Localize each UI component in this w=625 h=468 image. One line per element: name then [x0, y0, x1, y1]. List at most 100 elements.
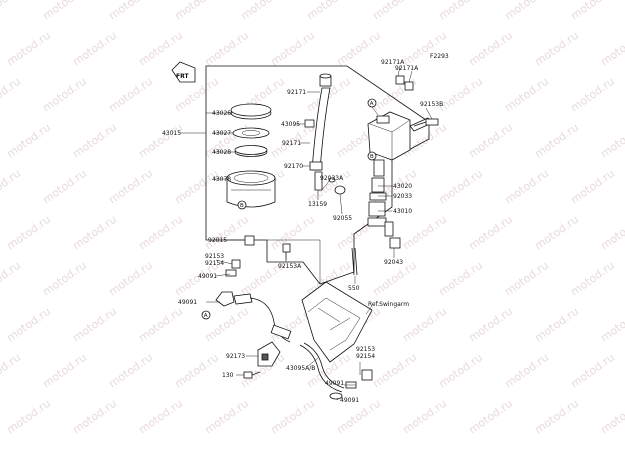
- label-92171-mid: 92171: [282, 140, 301, 147]
- watermark-text: motod.ru: [106, 75, 155, 115]
- watermark-text: motod.ru: [70, 305, 119, 345]
- label-92153B: 92153B: [420, 101, 443, 108]
- watermark-text: motod.ru: [238, 0, 287, 22]
- watermark-text: motod.ru: [598, 397, 625, 437]
- watermark-text: motod.ru: [202, 397, 251, 437]
- svg-text:A: A: [370, 101, 374, 107]
- label-49091-c: 49091: [325, 380, 344, 387]
- watermark-text: motod.ru: [466, 29, 515, 69]
- watermark-text: motod.ru: [568, 167, 617, 207]
- watermark-text: motod.ru: [172, 167, 221, 207]
- watermark-text: motod.ru: [370, 0, 419, 22]
- label-ref-swingarm: Ref.Swingarm: [368, 301, 409, 308]
- label-92173: 92173: [226, 353, 245, 360]
- watermark-text: motod.ru: [436, 167, 485, 207]
- swingarm-ref: [301, 281, 373, 363]
- leader-lines: [180, 65, 433, 401]
- watermark-text: motod.ru: [136, 29, 185, 69]
- watermark-text: motod.ru: [136, 121, 185, 161]
- watermark-text: motod.ru: [70, 121, 119, 161]
- watermark-text: motod.ru: [436, 259, 485, 299]
- label-92043: 92043: [384, 259, 403, 266]
- watermark-text: motod.ru: [268, 397, 317, 437]
- brake-hose-43095A-B: [215, 259, 345, 393]
- watermark-text: motod.ru: [4, 29, 53, 69]
- watermark-text: motod.ru: [370, 75, 419, 115]
- watermark-text: motod.ru: [568, 259, 617, 299]
- watermark-text: motod.ru: [40, 167, 89, 207]
- watermark-text: motod.ru: [532, 213, 581, 253]
- label-43028: 43028: [212, 149, 231, 156]
- watermark-text: motod.ru: [172, 351, 221, 391]
- watermark-text: motod.ru: [4, 397, 53, 437]
- watermark-text: motod.ru: [466, 213, 515, 253]
- watermark-text: motod.ru: [502, 351, 551, 391]
- watermark-text: motod.ru: [0, 0, 23, 22]
- callout-a-bottom: A: [201, 310, 211, 320]
- watermark-text: motod.ru: [400, 305, 449, 345]
- watermark-text: motod.ru: [70, 29, 119, 69]
- watermark-text: motod.ru: [436, 75, 485, 115]
- o-ring-92055: [334, 185, 346, 195]
- watermark-text: motod.ru: [532, 121, 581, 161]
- watermark-text: motod.ru: [106, 351, 155, 391]
- watermark-text: motod.ru: [598, 121, 625, 161]
- clip-92015: [244, 235, 255, 246]
- watermark-text: motod.ru: [0, 259, 23, 299]
- label-92154-b: 92154: [356, 353, 375, 360]
- watermark-text: motod.ru: [202, 29, 251, 69]
- svg-text:FRT: FRT: [176, 73, 189, 80]
- label-43095: 43095: [281, 121, 300, 128]
- watermark-text: motod.ru: [40, 259, 89, 299]
- label-43027: 43027: [212, 130, 231, 137]
- watermark-text: motod.ru: [568, 0, 617, 22]
- watermark-text: motod.ru: [0, 167, 23, 207]
- watermark-text: motod.ru: [202, 213, 251, 253]
- label-92170: 92170: [284, 163, 303, 170]
- watermark-text: motod.ru: [106, 0, 155, 22]
- watermark-text: motod.ru: [136, 213, 185, 253]
- label-13159: 13159: [308, 201, 327, 208]
- watermark-text: motod.ru: [4, 121, 53, 161]
- watermark-text: motod.ru: [4, 305, 53, 345]
- part-labels: 92171A 92171A 92153B 92171 43026 43027 4…: [162, 59, 443, 404]
- caliper-fitting-92173: [257, 341, 281, 367]
- svg-text:A: A: [204, 313, 208, 319]
- watermark-text: motod.ru: [136, 305, 185, 345]
- callout-a-top: A: [367, 98, 379, 116]
- svg-text:B: B: [370, 154, 374, 160]
- label-92171-top: 92171: [287, 89, 306, 96]
- watermark-text: motod.ru: [598, 213, 625, 253]
- label-92153-a: 92153: [205, 253, 224, 260]
- bolt-92153A: [282, 243, 291, 260]
- watermark-text: motod.ru: [304, 0, 353, 22]
- watermark-text: motod.ru: [70, 213, 119, 253]
- watermark-text: motod.ru: [136, 397, 185, 437]
- watermark-text: motod.ru: [0, 75, 23, 115]
- watermark-text: motod.ru: [532, 29, 581, 69]
- label-92033A: 92033A: [320, 175, 344, 182]
- label-43078: 43078: [212, 176, 231, 183]
- label-43020: 43020: [393, 183, 412, 190]
- label-43095AB: 43095A/B: [286, 365, 315, 372]
- watermark-text: motod.ru: [40, 75, 89, 115]
- watermark-text: motod.ru: [370, 351, 419, 391]
- watermark-text: motod.ru: [532, 397, 581, 437]
- watermark-text: motod.ru: [40, 351, 89, 391]
- watermark-text: motod.ru: [268, 213, 317, 253]
- label-92153-b: 92153: [356, 346, 375, 353]
- diagram-code: F2293: [430, 53, 449, 60]
- label-550: 550: [348, 285, 360, 292]
- watermark-text: motod.ru: [568, 75, 617, 115]
- watermark-text: motod.ru: [466, 121, 515, 161]
- label-92153A: 92153A: [278, 263, 302, 270]
- watermark-text: motod.ru: [532, 305, 581, 345]
- label-43010: 43010: [393, 208, 412, 215]
- reservoir-43078: [226, 170, 276, 208]
- label-49091-b: 49091: [178, 299, 197, 306]
- diaphragm-43028: [234, 145, 268, 157]
- label-92015: 92015: [208, 237, 227, 244]
- svg-text:B: B: [240, 203, 244, 209]
- watermark-text: motod.ru: [598, 29, 625, 69]
